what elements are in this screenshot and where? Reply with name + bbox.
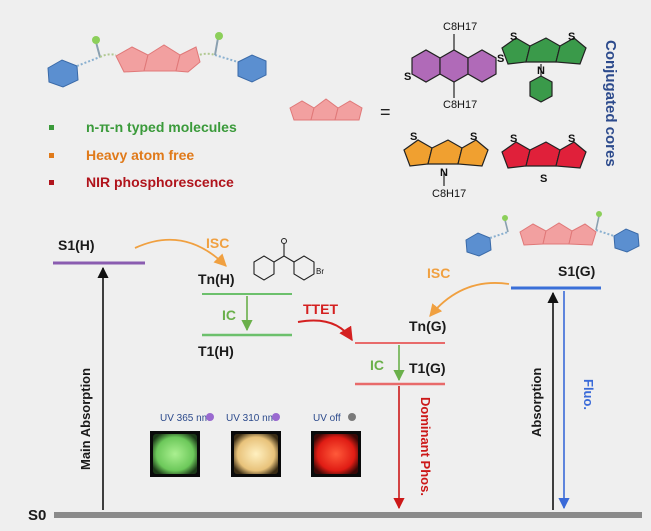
core-purple-benzodithiophene: S S C8H17 C8H17 bbox=[404, 21, 504, 111]
dominant-phos-label: Dominant Phos. bbox=[418, 397, 433, 496]
sample-uv-off: UV off bbox=[311, 413, 361, 477]
bromine-label: Br bbox=[316, 267, 324, 276]
nitrogen-label: N bbox=[440, 167, 448, 179]
sulfur-label: S bbox=[540, 173, 547, 185]
tn-g-label: Tn(G) bbox=[409, 318, 446, 334]
ttet-arrow bbox=[297, 319, 353, 342]
ic-label-left: IC bbox=[222, 307, 236, 323]
sample-emission bbox=[314, 434, 358, 474]
t1-g-label: T1(G) bbox=[409, 360, 446, 376]
bullet-text: Heavy atom free bbox=[86, 147, 194, 163]
molecule-schematic-right bbox=[465, 211, 640, 257]
bullet-marker bbox=[49, 180, 54, 185]
bullet-text: n-π-n typed molecules bbox=[86, 119, 237, 135]
s1-h-label: S1(H) bbox=[58, 237, 95, 253]
bullet-text: NIR phosphorescence bbox=[86, 174, 234, 190]
sample-emission bbox=[153, 434, 197, 474]
s0-level bbox=[54, 512, 642, 518]
bromobenzophenone-structure: Br bbox=[253, 238, 324, 281]
main-absorption-label: Main Absorption bbox=[78, 368, 93, 470]
octyl-substituent: C8H17 bbox=[432, 188, 466, 200]
t1-h-label: T1(H) bbox=[198, 343, 234, 359]
sample-310nm: UV 310 nm bbox=[226, 413, 281, 477]
octyl-substituent-bottom: C8H17 bbox=[443, 99, 477, 111]
uv-lamp-off-icon bbox=[348, 413, 356, 421]
absorption-label: Absorption bbox=[529, 368, 544, 437]
ic-label-right: IC bbox=[370, 357, 384, 373]
sample-emission bbox=[234, 434, 278, 474]
sample-label: UV 365 nm bbox=[160, 413, 210, 424]
isc-arrow-right bbox=[429, 282, 510, 317]
sample-365nm: UV 365 nm bbox=[150, 413, 214, 477]
uv-lamp-icon bbox=[206, 413, 214, 421]
core-orange-dithienopyrrole: S S N C8H17 bbox=[403, 131, 489, 200]
bullet-list: n-π-n typed molecules Heavy atom free NI… bbox=[49, 119, 237, 190]
sulfur-label: S bbox=[510, 31, 517, 43]
isc-label-left: ISC bbox=[206, 235, 229, 251]
sulfur-label: S bbox=[510, 133, 517, 145]
isc-arrow-left bbox=[134, 238, 227, 267]
conjugated-cores-label: Conjugated cores bbox=[602, 40, 619, 167]
core-green-dithienopyrrole: S S N bbox=[501, 31, 587, 103]
bullet-marker bbox=[49, 153, 54, 158]
sample-label: UV 310 nm bbox=[226, 413, 276, 424]
core-red-dithienothiophene: S S S bbox=[501, 133, 587, 185]
sulfur-label: S bbox=[568, 133, 575, 145]
uv-lamp-icon bbox=[272, 413, 280, 421]
octyl-substituent-top: C8H17 bbox=[443, 21, 477, 33]
tn-h-label: Tn(H) bbox=[198, 271, 235, 287]
core-symbol bbox=[289, 98, 363, 121]
s1-g-label: S1(G) bbox=[558, 263, 595, 279]
sulfur-label: S bbox=[497, 53, 504, 65]
sulfur-label: S bbox=[568, 31, 575, 43]
ttet-label: TTET bbox=[303, 301, 338, 317]
sulfur-label: S bbox=[404, 71, 411, 83]
molecule-schematic-top-left bbox=[47, 32, 267, 88]
sulfur-label: S bbox=[470, 131, 477, 143]
s0-label: S0 bbox=[28, 507, 46, 524]
nitrogen-label: N bbox=[537, 65, 545, 77]
sample-label: UV off bbox=[313, 413, 341, 424]
fluo-label: Fluo. bbox=[581, 379, 596, 410]
equals-sign: = bbox=[380, 102, 391, 122]
isc-label-right: ISC bbox=[427, 265, 450, 281]
sulfur-label: S bbox=[410, 131, 417, 143]
bullet-marker bbox=[49, 125, 54, 130]
